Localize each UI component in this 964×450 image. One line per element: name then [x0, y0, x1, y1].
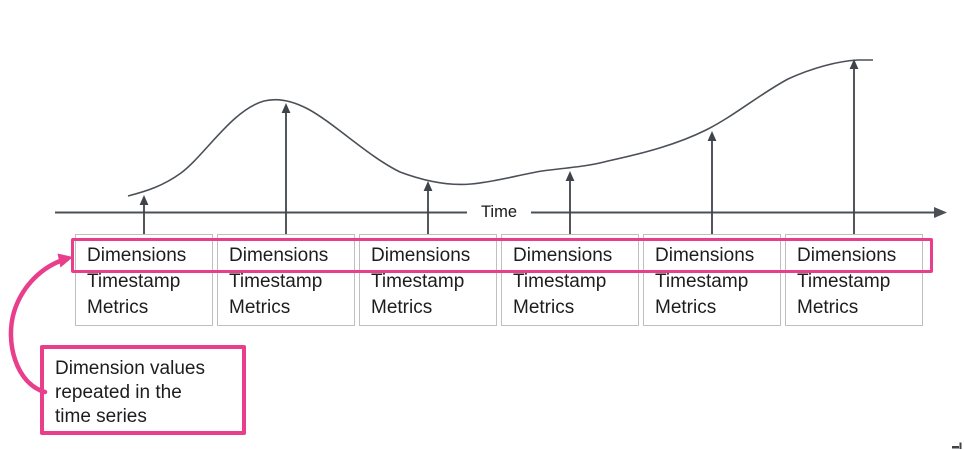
time-axis-arrowhead — [934, 207, 947, 218]
sample-arrow-5 — [707, 131, 717, 239]
record-box-3: Dimensions Timestamp Metrics — [359, 234, 497, 326]
value-curve — [127, 59, 873, 197]
record-metrics: Metrics — [513, 297, 575, 318]
sample-arrow-2 — [281, 103, 291, 239]
record-dimensions: Dimensions — [87, 245, 187, 266]
sample-arrow-1 — [139, 195, 149, 239]
sample-arrow-4 — [565, 171, 575, 239]
record-timestamp: Timestamp — [797, 271, 891, 292]
time-axis-label: Time — [473, 203, 525, 222]
record-box-2: Dimensions Timestamp Metrics — [217, 234, 355, 326]
annotation-text-line: repeated in the — [55, 382, 182, 403]
dimensions-highlight-frame — [71, 238, 933, 273]
sample-arrow-6 — [849, 59, 859, 239]
sample-arrow-3 — [423, 181, 433, 239]
record-box-4: Dimensions Timestamp Metrics — [501, 234, 639, 326]
record-dimensions: Dimensions — [513, 245, 613, 266]
record-timestamp: Timestamp — [229, 271, 323, 292]
record-metrics: Metrics — [797, 297, 859, 318]
annotation-text-line: Dimension values — [55, 358, 205, 379]
record-dimensions: Dimensions — [655, 245, 755, 266]
record-box-5: Dimensions Timestamp Metrics — [643, 234, 781, 326]
annotation-text-line: time series — [55, 406, 147, 427]
corner-artifact — [952, 442, 962, 449]
record-metrics: Metrics — [371, 297, 433, 318]
record-metrics: Metrics — [655, 297, 717, 318]
annotation-callout: Dimension values repeated in the time se… — [40, 345, 246, 435]
record-metrics: Metrics — [229, 297, 291, 318]
record-timestamp: Timestamp — [87, 271, 181, 292]
record-timestamp: Timestamp — [655, 271, 749, 292]
record-dimensions: Dimensions — [229, 245, 329, 266]
record-dimensions: Dimensions — [371, 245, 471, 266]
record-dimensions: Dimensions — [797, 245, 897, 266]
record-box-1: Dimensions Timestamp Metrics — [75, 234, 213, 326]
record-timestamp: Timestamp — [513, 271, 607, 292]
record-metrics: Metrics — [87, 297, 149, 318]
record-box-6: Dimensions Timestamp Metrics — [785, 234, 923, 326]
record-timestamp: Timestamp — [371, 271, 465, 292]
